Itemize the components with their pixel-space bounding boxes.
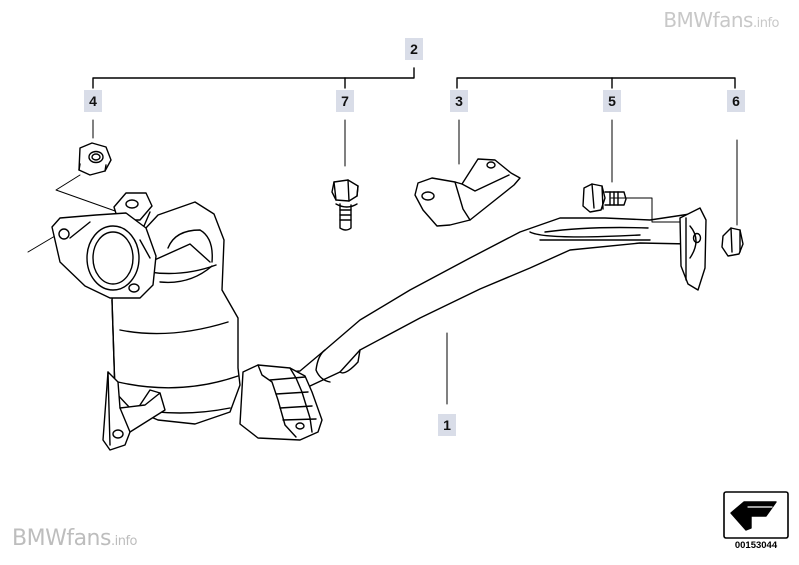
bracket-icon bbox=[414, 158, 521, 227]
watermark-bottom-brand: BMWfans bbox=[12, 526, 111, 551]
nut-icon bbox=[78, 142, 112, 176]
callout-7[interactable]: 7 bbox=[336, 90, 354, 112]
callout-3[interactable]: 3 bbox=[450, 90, 468, 112]
return-arrow-icon bbox=[723, 491, 789, 539]
callout-5[interactable]: 5 bbox=[603, 90, 621, 112]
group-bracket-2 bbox=[92, 67, 415, 89]
watermark-top-suffix: .info bbox=[752, 16, 780, 31]
callout-1[interactable]: 1 bbox=[438, 414, 456, 436]
leader-lines bbox=[27, 119, 738, 405]
watermark-top-brand: BMWfans bbox=[663, 8, 753, 32]
diagram-id: 00153044 bbox=[734, 540, 778, 551]
watermark-bottom: BMWfans.info bbox=[12, 526, 137, 551]
watermark-bottom-suffix: .info bbox=[110, 534, 138, 549]
callout-4[interactable]: 4 bbox=[84, 90, 102, 112]
bolt-icon bbox=[331, 179, 359, 231]
callout-2[interactable]: 2 bbox=[405, 38, 423, 60]
exhaust-pipe-icon bbox=[239, 207, 707, 441]
flange-nut-icon bbox=[721, 227, 744, 257]
callout-6[interactable]: 6 bbox=[727, 90, 745, 112]
group-bracket-right bbox=[456, 77, 736, 89]
screw-icon bbox=[582, 183, 627, 213]
watermark-top: BMWfans.info bbox=[663, 8, 779, 32]
catalytic-converter-icon bbox=[51, 192, 241, 451]
